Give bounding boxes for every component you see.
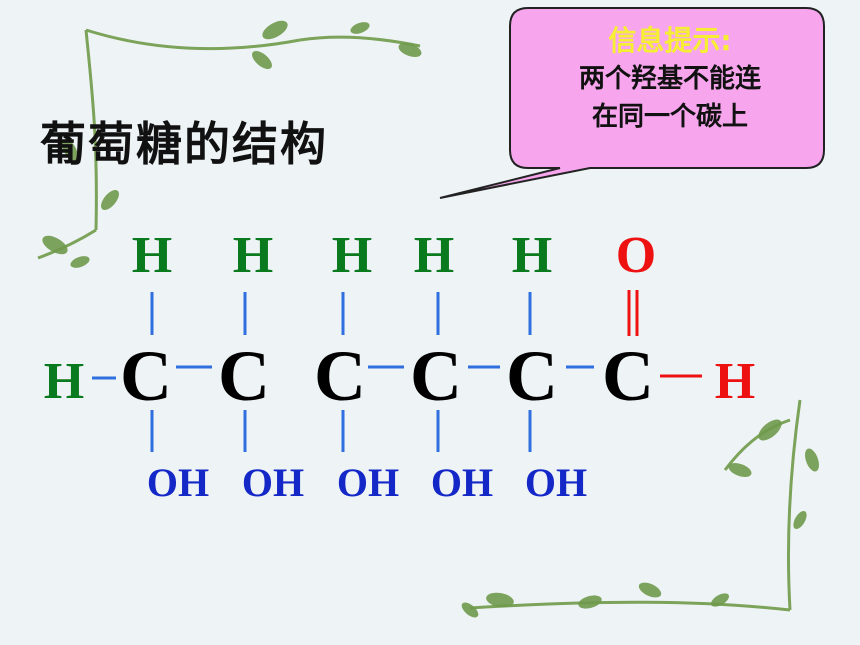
left-end-atom: H: [44, 353, 84, 410]
double-bond-o: [627, 290, 639, 336]
hydroxyl-5: OH: [525, 460, 587, 505]
carbon-chain: C C C C C C: [120, 336, 654, 416]
hint-text: 信息提示: 两个羟基不能连 在同一个碳上: [520, 22, 820, 136]
hint-line-2: 在同一个碳上: [591, 102, 748, 132]
carbon-6: C: [602, 336, 654, 416]
hydroxyl-row: OH OH OH OH OH: [147, 460, 587, 505]
carbon-3: C: [314, 336, 366, 416]
top-atom-3: H: [332, 227, 372, 284]
hydroxyl-1: OH: [147, 460, 209, 505]
hydroxyl-4: OH: [431, 460, 493, 505]
carbon-2: C: [218, 336, 270, 416]
top-atom-4: H: [414, 227, 454, 284]
right-end-atom: H: [715, 353, 755, 410]
top-atom-oxygen: O: [616, 227, 656, 284]
top-atom-5: H: [512, 227, 552, 284]
hydroxyl-2: OH: [242, 460, 304, 505]
carbon-1: C: [120, 336, 172, 416]
top-atom-2: H: [233, 227, 273, 284]
page-title: 葡萄糖的结构: [40, 117, 328, 171]
top-atom-row: H H H H H O: [132, 227, 656, 284]
carbon-5: C: [506, 336, 558, 416]
bond-lines: [92, 292, 594, 452]
hint-heading: 信息提示:: [608, 24, 732, 57]
top-atom-1: H: [132, 227, 172, 284]
carbon-4: C: [410, 336, 462, 416]
hint-line-1: 两个羟基不能连: [578, 64, 761, 94]
hydroxyl-3: OH: [337, 460, 399, 505]
